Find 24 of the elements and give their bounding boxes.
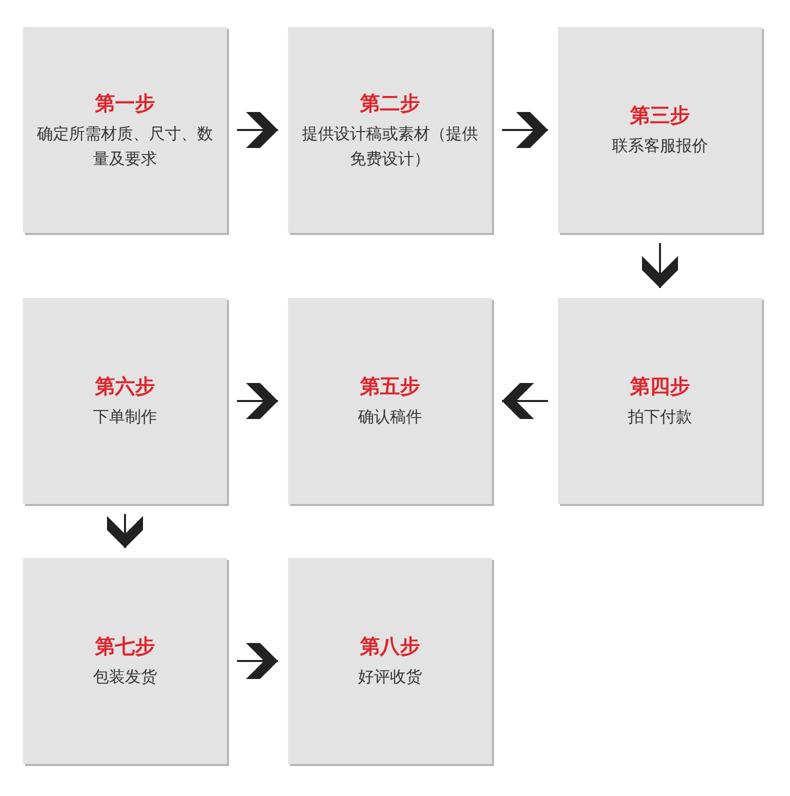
step-title: 第七步	[95, 633, 155, 660]
step-box	[558, 27, 762, 233]
step-description: 确认稿件	[358, 406, 422, 428]
step-title: 第五步	[360, 373, 420, 400]
step-description: 好评收货	[358, 666, 422, 688]
step-description: 拍下付款	[628, 406, 692, 428]
step-title: 第二步	[360, 90, 420, 116]
step-description: 联系客服报价	[612, 135, 708, 157]
step-title: 第四步	[630, 373, 690, 400]
step-title: 第八步	[360, 633, 420, 660]
step-box	[23, 27, 227, 233]
step-box	[23, 558, 227, 764]
step-description: 确定所需材质、尺寸、数量及要求	[36, 122, 214, 170]
step-description: 下单制作	[93, 406, 157, 428]
step-title: 第一步	[95, 90, 155, 116]
step-title: 第六步	[95, 373, 155, 400]
step-box	[288, 27, 492, 233]
step-title: 第三步	[630, 102, 690, 129]
step-description: 提供设计稿或素材（提供免费设计）	[301, 122, 479, 170]
step-box	[288, 558, 492, 764]
step-box	[23, 298, 227, 504]
step-description: 包装发货	[93, 666, 157, 688]
step-box	[288, 298, 492, 504]
step-box	[558, 298, 762, 504]
